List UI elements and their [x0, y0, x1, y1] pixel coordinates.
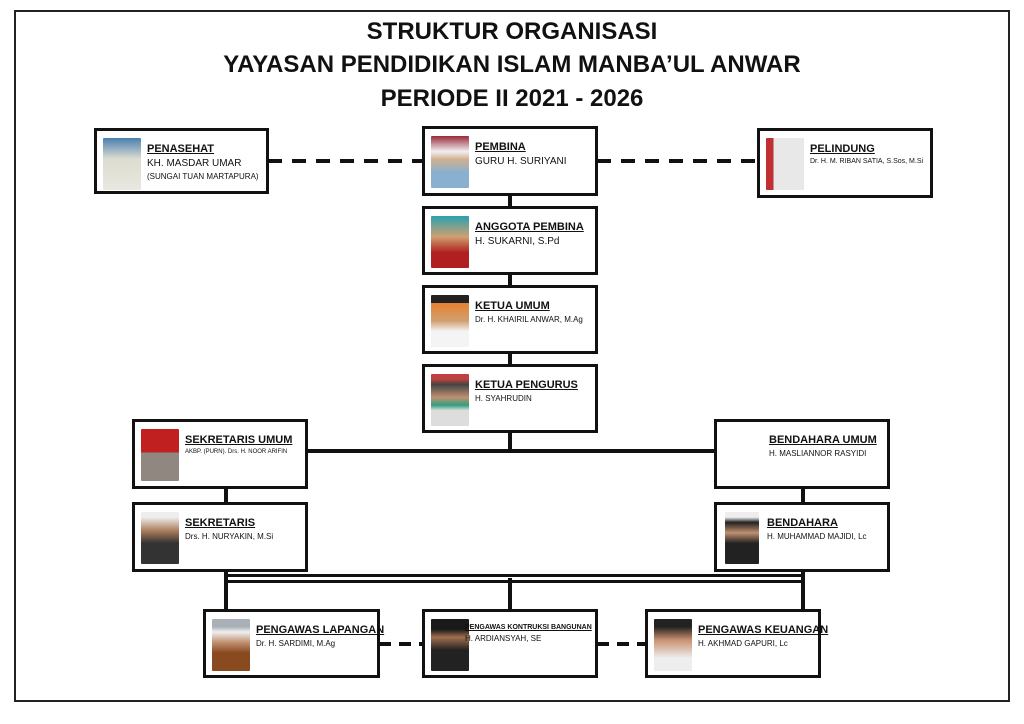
node-pengawas-kontruksi: PENGAWAS KONTRUKSI BANGUNAN H. ARDIANSYAH…	[422, 609, 598, 678]
person-name: Dr. H. M. RIBAN SATIA, S.Sos, M.Si	[810, 158, 924, 165]
dashed-connector	[597, 159, 757, 163]
node-penasehat: PENASEHAT KH. MASDAR UMAR (SUNGAI TUAN MAR…	[94, 128, 269, 194]
role: PENASEHAT	[147, 143, 215, 155]
photo-pengawas-keuangan	[654, 619, 692, 671]
dashed-connector	[597, 642, 645, 646]
person-name: GURU H. SURIYANI	[475, 156, 567, 167]
vertical-connector	[224, 489, 228, 502]
role: KETUA UMUM	[475, 300, 550, 312]
photo-bendahara	[725, 512, 759, 564]
role: ANGGOTA PEMBINA	[475, 221, 584, 233]
person-name: AKBP. (PURN). Drs. H. NOOR ARIFIN	[185, 449, 288, 455]
node-bendahara-umum: BENDAHARA UMUM H. MASLIANNOR RASYIDI	[714, 419, 890, 489]
dashed-connector	[268, 159, 422, 163]
role: PENGAWAS LAPANGAN	[256, 624, 385, 636]
person-name: H. ARDIANSYAH, SE	[465, 634, 542, 643]
title-line-1: STRUKTUR ORGANISASI	[366, 18, 658, 45]
person-name: Drs. H. NURYAKIN, M.Si	[185, 532, 274, 541]
person-name: H. SUKARNI, S.Pd	[475, 236, 560, 247]
node-anggota-pembina: ANGGOTA PEMBINA H. SUKARNI, S.Pd	[422, 206, 598, 275]
photo-ketua-umum	[431, 295, 469, 347]
person-name: H. AKHMAD GAPURI, Lc	[698, 639, 788, 648]
node-pelindung: PELINDUNG Dr. H. M. RIBAN SATIA, S.Sos, M…	[757, 128, 933, 198]
role: SEKRETARIS	[185, 517, 256, 529]
photo-penasehat	[103, 138, 141, 190]
title-line-3: PERIODE II 2021 - 2026	[380, 85, 644, 112]
role: PEMBINA	[475, 141, 526, 153]
photo-anggota-pembina	[431, 216, 469, 268]
vertical-connector	[801, 572, 805, 609]
person-name: KH. MASDAR UMAR	[147, 158, 242, 169]
person-name: H. SYAHRUDIN	[475, 394, 532, 403]
node-sekretaris: SEKRETARIS Drs. H. NURYAKIN, M.Si	[132, 502, 308, 572]
vertical-connector	[508, 578, 512, 609]
node-pembina: PEMBINA GURU H. SURIYANI	[422, 126, 598, 196]
photo-pengawas-kontruksi	[431, 619, 469, 671]
person-name: Dr. H. KHAIRIL ANWAR, M.Ag	[475, 315, 583, 324]
photo-sekretaris-umum	[141, 429, 179, 481]
photo-ketua-pengurus	[431, 374, 469, 426]
person-name: Dr. H. SARDIMI, M.Ag	[256, 639, 336, 648]
person-note: (SUNGAI TUAN MARTAPURA)	[147, 172, 259, 181]
horizontal-connector	[224, 574, 805, 577]
vertical-connector	[508, 196, 512, 364]
vertical-connector	[801, 489, 805, 502]
title-line-2: YAYASAN PENDIDIKAN ISLAM MANBA’UL ANWAR	[223, 51, 801, 78]
role: PENGAWAS KEUANGAN	[698, 624, 829, 636]
node-ketua-pengurus: KETUA PENGURUS H. SYAHRUDIN	[422, 364, 598, 433]
role: SEKRETARIS UMUM	[185, 434, 293, 446]
border-frame	[14, 10, 1010, 702]
photo-pembina	[431, 136, 469, 188]
person-name: H. MUHAMMAD MAJIDI, Lc	[767, 532, 867, 541]
node-sekretaris-umum: SEKRETARIS UMUM AKBP. (PURN). Drs. H. NOO…	[132, 419, 308, 489]
vertical-connector	[508, 433, 512, 451]
role: KETUA PENGURUS	[475, 379, 578, 391]
dashed-connector	[379, 642, 422, 646]
node-bendahara: BENDAHARA H. MUHAMMAD MAJIDI, Lc	[714, 502, 890, 572]
role: PELINDUNG	[810, 143, 875, 155]
role: BENDAHARA UMUM	[769, 434, 877, 446]
horizontal-connector	[224, 580, 805, 583]
node-pengawas-keuangan: PENGAWAS KEUANGAN H. AKHMAD GAPURI, Lc	[645, 609, 829, 678]
node-ketua-umum: KETUA UMUM Dr. H. KHAIRIL ANWAR, M.Ag	[422, 285, 598, 354]
photo-sekretaris	[141, 512, 179, 564]
photo-pelindung	[766, 138, 804, 190]
role: BENDAHARA	[767, 517, 838, 529]
photo-pengawas-lapangan	[212, 619, 250, 671]
node-pengawas-lapangan: PENGAWAS LAPANGAN Dr. H. SARDIMI, M.Ag	[203, 609, 385, 678]
person-name: H. MASLIANNOR RASYIDI	[769, 449, 867, 458]
role: PENGAWAS KONTRUKSI BANGUNAN	[465, 624, 592, 631]
horizontal-connector	[307, 449, 714, 453]
vertical-connector	[224, 572, 228, 609]
